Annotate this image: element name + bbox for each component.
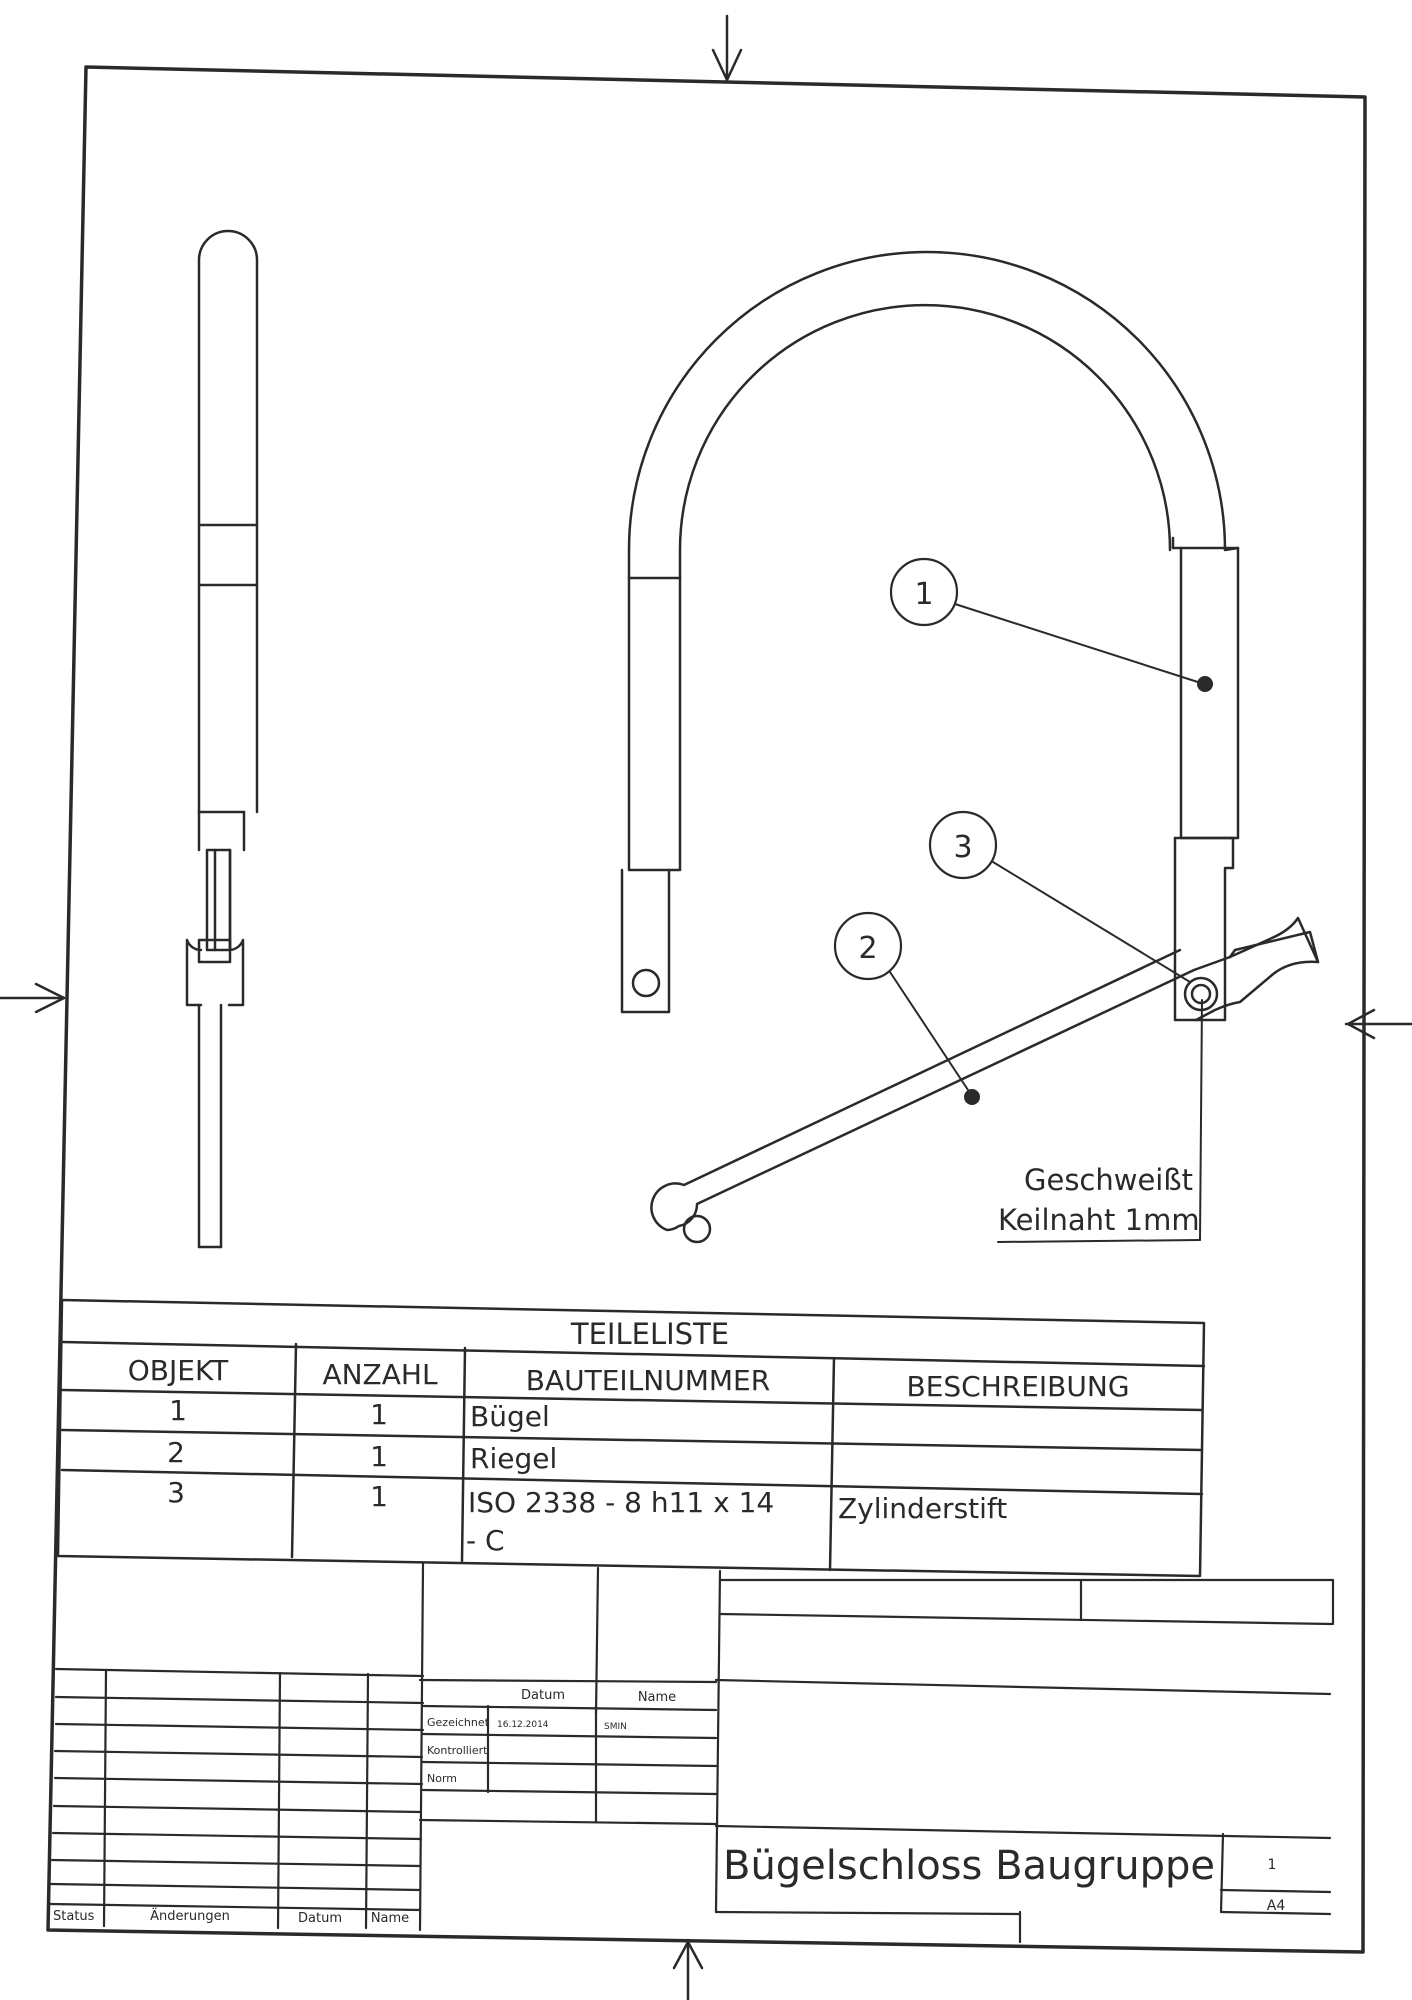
parts-list-title: TEILELISTE — [570, 1317, 729, 1351]
kontrolliert-label: Kontrolliert — [427, 1744, 488, 1757]
side-view-bolt — [185, 229, 259, 1249]
drawing-title: Bügelschloss Baugruppe — [723, 1843, 1215, 1889]
gezeichnet-name: SMIN — [604, 1722, 627, 1732]
gezeichnet-datum: 16.12.2014 — [497, 1720, 549, 1730]
title-block-grid — [48, 1562, 1335, 1944]
sheet-number: 1 — [1268, 1857, 1277, 1873]
balloon-1: 1 — [889, 557, 1213, 692]
centering-mark-top — [711, 14, 743, 84]
front-view-shackle — [620, 250, 1240, 1022]
weld-note-line1: Geschweißt — [1024, 1163, 1193, 1197]
norm-label: Norm — [427, 1772, 457, 1785]
weld-note-line2: Keilnaht 1mm — [998, 1203, 1200, 1237]
svg-text:3: 3 — [953, 830, 972, 865]
parts-header-bauteilnummer: BAUTEILNUMMER — [526, 1364, 770, 1397]
parts-row-3: 3 1 ISO 2338 - 8 h11 x 14 - C Zylinderst… — [167, 1476, 1007, 1557]
revision-date-label: Datum — [298, 1911, 342, 1926]
svg-text:2: 2 — [858, 931, 877, 966]
revision-name-label: Name — [371, 1911, 409, 1926]
weld-note: Geschweißt Keilnaht 1mm — [997, 999, 1203, 1243]
revision-changes-label: Änderungen — [150, 1908, 230, 1924]
svg-text:1: 1 — [370, 1440, 388, 1473]
centering-mark-bottom — [672, 1938, 704, 2000]
centering-mark-left — [0, 982, 66, 1014]
svg-text:Riegel: Riegel — [470, 1442, 557, 1475]
svg-text:1: 1 — [370, 1480, 388, 1513]
svg-text:- C: - C — [466, 1524, 505, 1557]
svg-text:Zylinderstift: Zylinderstift — [838, 1492, 1007, 1525]
svg-text:1: 1 — [169, 1394, 187, 1427]
centering-mark-right — [1344, 1008, 1412, 1040]
svg-text:Bügel: Bügel — [470, 1400, 550, 1433]
parts-row-2: 2 1 Riegel — [167, 1436, 557, 1475]
svg-text:1: 1 — [370, 1398, 388, 1431]
revision-status-label: Status — [53, 1909, 95, 1924]
title-col-datum: Datum — [521, 1688, 565, 1703]
svg-text:ISO 2338 - 8 h11 x 14: ISO 2338 - 8 h11 x 14 — [468, 1486, 774, 1519]
svg-text:3: 3 — [167, 1476, 185, 1509]
parts-header-beschreibung: BESCHREIBUNG — [906, 1370, 1129, 1403]
parts-list — [56, 1298, 1206, 1578]
balloon-2: 2 — [833, 911, 980, 1105]
front-view-lever — [650, 916, 1320, 1244]
sheet-format: A4 — [1267, 1898, 1286, 1914]
svg-text:1: 1 — [914, 577, 933, 612]
svg-text:2: 2 — [167, 1436, 185, 1469]
parts-header-objekt: OBJEKT — [128, 1354, 229, 1387]
parts-header-anzahl: ANZAHL — [322, 1358, 437, 1391]
balloon-3: 3 — [928, 810, 1191, 983]
parts-row-1: 1 1 Bügel — [169, 1394, 550, 1433]
title-col-name: Name — [638, 1690, 676, 1705]
gezeichnet-label: Gezeichnet — [427, 1716, 490, 1729]
